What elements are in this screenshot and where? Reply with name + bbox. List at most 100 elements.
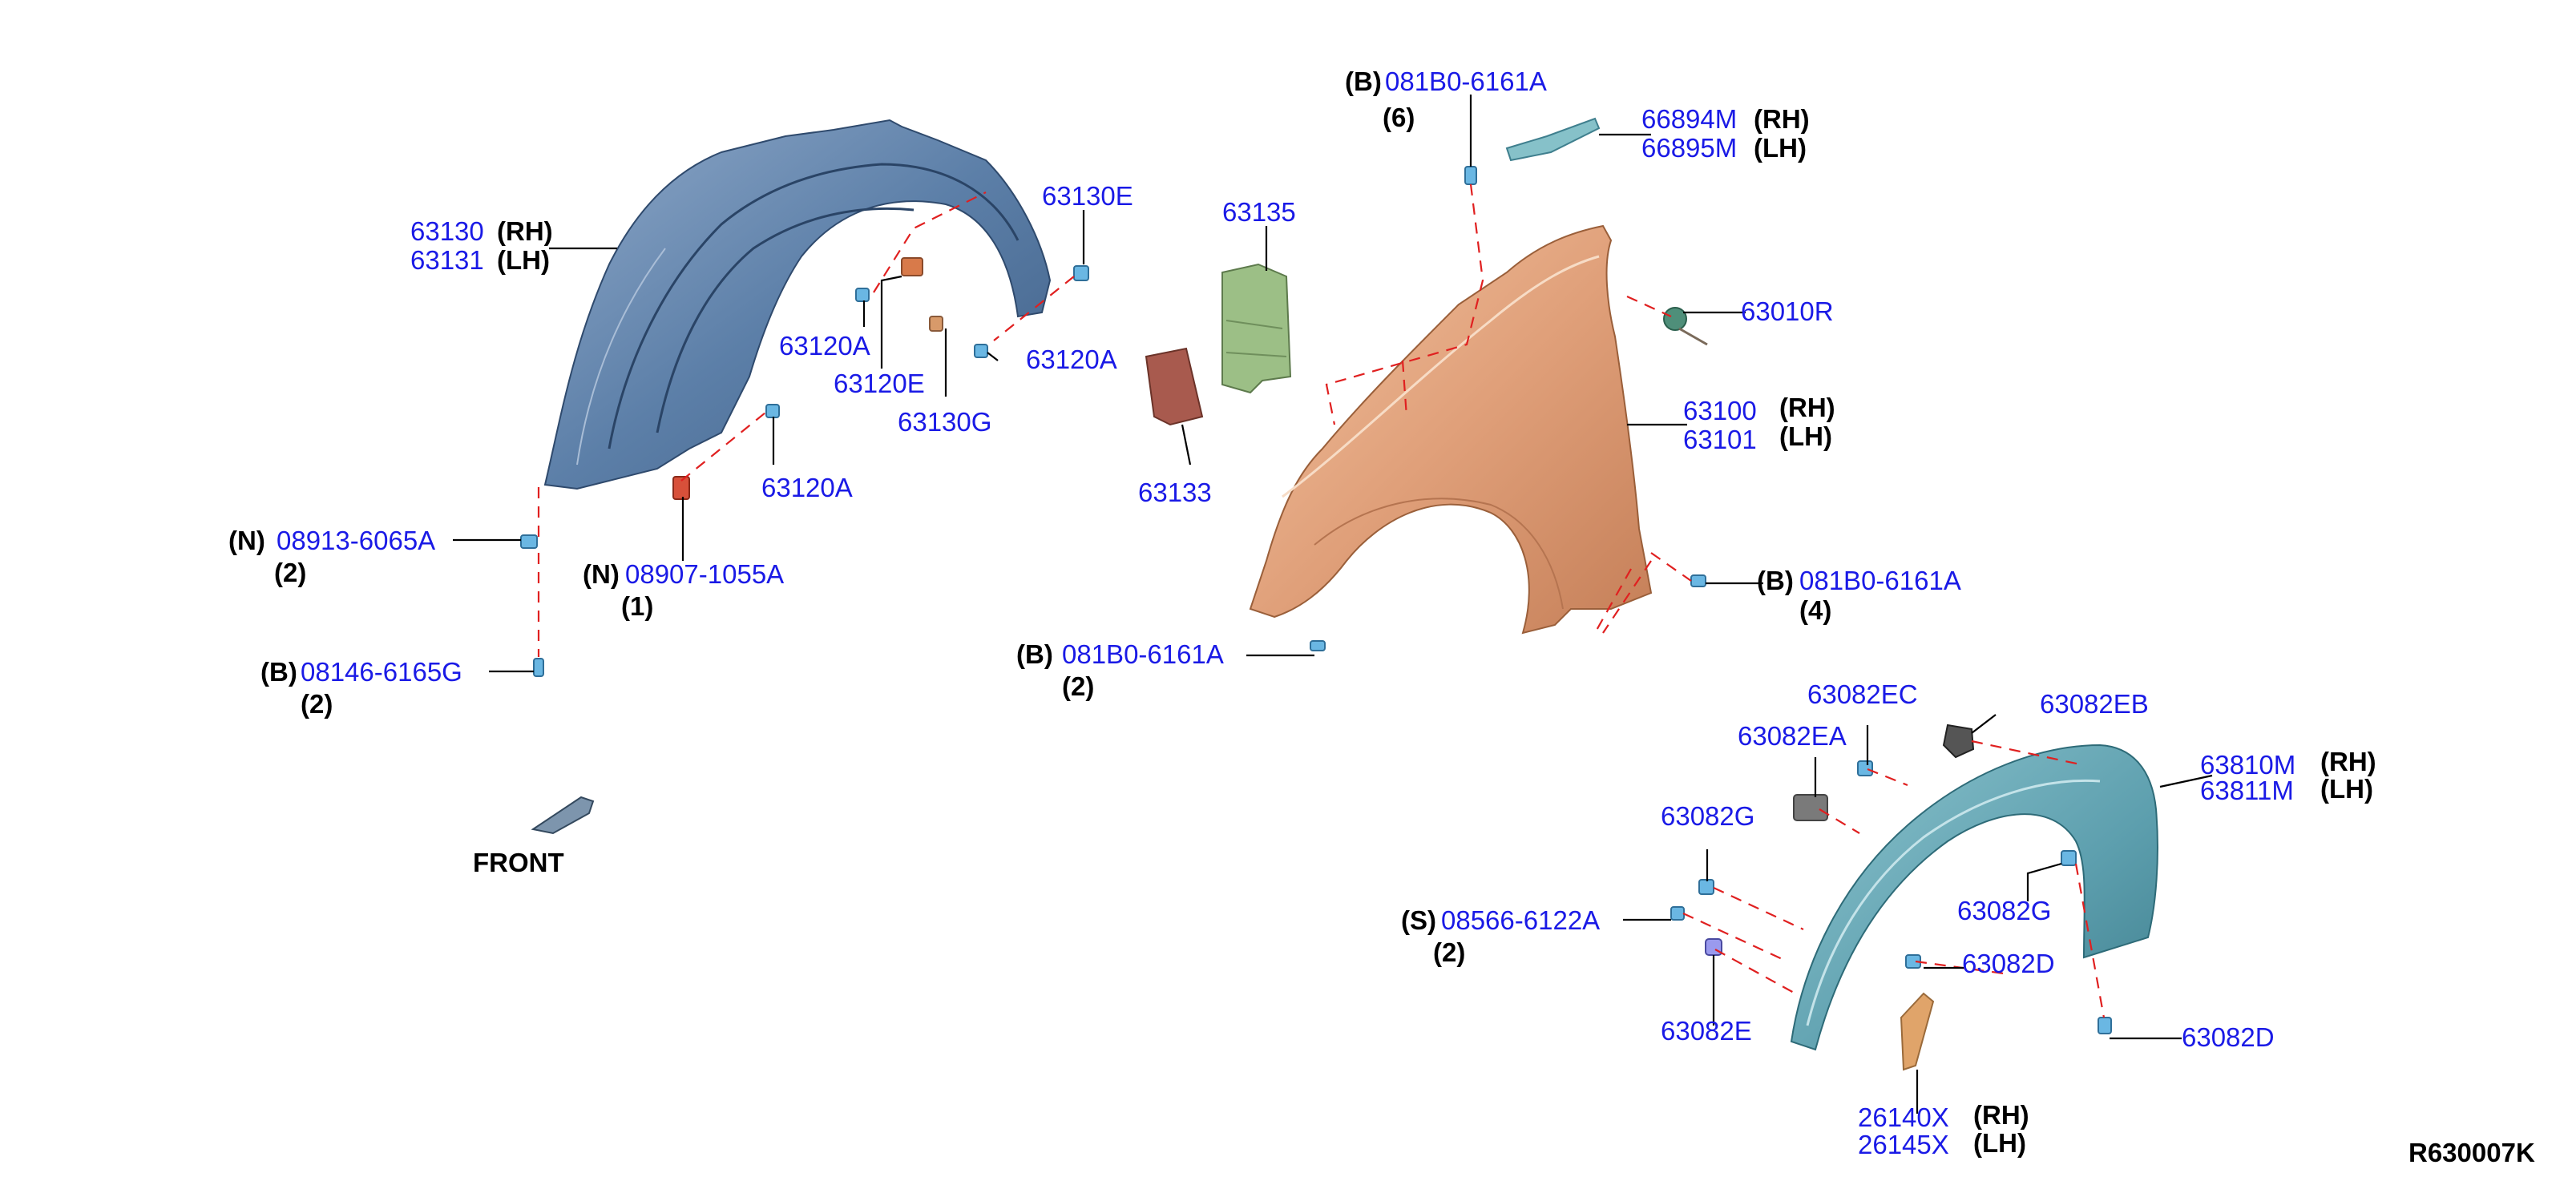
fender-crease: [1314, 498, 1564, 610]
fastener-type-prefix: (B): [1345, 67, 1382, 96]
overfender-rib: [1806, 779, 2101, 1026]
bolt-081B0-top[interactable]: [1464, 166, 1477, 185]
side-rh-label: (RH): [2320, 747, 2376, 776]
quantity-label: (2): [1433, 937, 1466, 967]
quantity-label: (2): [274, 558, 307, 587]
part-number-08913-6065A[interactable]: 08913-6065A: [277, 526, 436, 555]
liner-rib: [656, 207, 915, 433]
clip-63120A-right[interactable]: [974, 344, 988, 358]
side-rh-label: (RH): [1754, 104, 1810, 134]
screw-63130G[interactable]: [929, 316, 943, 332]
clip-63120E[interactable]: [901, 257, 923, 276]
fastener-set: [520, 166, 2112, 1034]
wheel-arch-overfender[interactable]: [1790, 744, 2158, 1051]
fender-insulator[interactable]: [1221, 263, 1292, 394]
fender-crease: [1282, 255, 1600, 498]
part-number-081B0-6161A-lower[interactable]: 081B0-6161A: [1062, 639, 1224, 669]
clip-63082D-right[interactable]: [2098, 1017, 2112, 1034]
part-number-081B0-6161A-top[interactable]: 081B0-6161A: [1385, 67, 1547, 96]
part-number-63082G-right[interactable]: 63082G: [1957, 896, 2052, 925]
part-number-63130G[interactable]: 63130G: [898, 407, 992, 437]
part-number-26145X[interactable]: 26145X: [1858, 1130, 1949, 1159]
part-number-63082EC[interactable]: 63082EC: [1807, 679, 1918, 709]
clip-63082EC[interactable]: [1857, 760, 1873, 776]
clip-63082G-left[interactable]: [1698, 879, 1714, 895]
part-number-63131[interactable]: 63131: [410, 245, 484, 275]
part-number-081B0-6161A-right[interactable]: 081B0-6161A: [1799, 566, 1961, 595]
part-number-08566-6122A[interactable]: 08566-6122A: [1441, 905, 1601, 935]
quantity-label: (4): [1799, 595, 1832, 625]
side-marker-lamp[interactable]: [1900, 992, 1935, 1071]
side-rh-label: (RH): [497, 216, 553, 246]
part-number-63082EA[interactable]: 63082EA: [1738, 721, 1847, 751]
part-number-63082D-left[interactable]: 63082D: [1962, 949, 2055, 978]
part-number-63120A-upper[interactable]: 63120A: [779, 331, 870, 361]
assembly-lines: [537, 183, 2106, 1018]
fender-protector[interactable]: [1505, 117, 1601, 162]
bolt-081B0-right[interactable]: [1690, 574, 1706, 587]
fender-liner[interactable]: [543, 119, 1052, 490]
side-lh-label: (LH): [497, 245, 550, 275]
part-number-66895M[interactable]: 66895M: [1641, 133, 1738, 163]
clip-63130E[interactable]: [1073, 265, 1089, 281]
figure-code: R630007K: [2408, 1138, 2535, 1167]
part-number-26140X[interactable]: 26140X: [1858, 1102, 1949, 1132]
front-direction-label: FRONT: [473, 848, 564, 877]
fastener-type-prefix: (B): [1016, 639, 1053, 669]
side-rh-label: (RH): [1973, 1100, 2029, 1130]
part-number-63082E[interactable]: 63082E: [1661, 1016, 1752, 1046]
fastener-type-prefix: (N): [583, 559, 620, 589]
fastener-type-prefix: (B): [1757, 566, 1794, 595]
part-number-63120E[interactable]: 63120E: [834, 369, 925, 398]
side-rh-label: (RH): [1779, 393, 1835, 422]
clip-08907[interactable]: [672, 476, 690, 500]
fastener-type-prefix: (N): [228, 526, 265, 555]
leader-lines: [453, 95, 2213, 1114]
clip-63120A-upper[interactable]: [855, 288, 870, 302]
part-number-63120A-right[interactable]: 63120A: [1026, 345, 1117, 374]
clip-63120A-lower[interactable]: [765, 404, 780, 418]
part-number-08907-1055A[interactable]: 08907-1055A: [625, 559, 785, 589]
side-lh-label: (LH): [1973, 1128, 2026, 1158]
grommet[interactable]: [1663, 307, 1687, 331]
screw-08146[interactable]: [533, 658, 544, 677]
clip-63082G-right[interactable]: [2061, 850, 2077, 866]
quantity-label: (1): [621, 591, 654, 621]
part-number-63100[interactable]: 63100: [1683, 396, 1757, 425]
part-number-63082D-right[interactable]: 63082D: [2182, 1022, 2275, 1052]
part-number-63810M[interactable]: 63810M: [2200, 750, 2296, 780]
fender-seal[interactable]: [1145, 347, 1204, 426]
part-number-63082EB[interactable]: 63082EB: [2040, 689, 2149, 719]
part-number-63101[interactable]: 63101: [1683, 425, 1757, 454]
liner-rib: [608, 163, 1019, 449]
part-number-66894M[interactable]: 66894M: [1641, 104, 1738, 134]
part-number-63135[interactable]: 63135: [1222, 197, 1296, 227]
side-lh-label: (LH): [1754, 133, 1807, 163]
fastener-type-prefix: (B): [260, 657, 297, 687]
part-number-63811M[interactable]: 63811M: [2200, 776, 2294, 805]
side-lh-label: (LH): [1779, 421, 1832, 451]
part-number-08146-6165G[interactable]: 08146-6165G: [301, 657, 462, 687]
clip-63082EB[interactable]: [1942, 723, 1975, 759]
grommet-stem: [1678, 327, 1708, 346]
part-number-63010R[interactable]: 63010R: [1741, 296, 1834, 326]
part-number-63082G-left[interactable]: 63082G: [1661, 801, 1755, 831]
side-lh-label: (LH): [2320, 774, 2373, 804]
fastener-type-prefix: (S): [1401, 905, 1436, 935]
bolt-081B0-low[interactable]: [1310, 640, 1326, 651]
front-arrow-icon: [531, 796, 595, 835]
part-number-63130[interactable]: 63130: [410, 216, 484, 246]
pad-63082EA[interactable]: [1793, 794, 1828, 821]
quantity-label: (2): [1062, 671, 1095, 701]
liner-rib: [576, 248, 666, 466]
front-fender[interactable]: [1249, 224, 1653, 635]
quantity-label: (2): [301, 689, 333, 719]
quantity-label: (6): [1383, 103, 1415, 132]
part-number-63130E[interactable]: 63130E: [1042, 181, 1133, 211]
part-number-63120A-lower[interactable]: 63120A: [761, 473, 853, 502]
part-number-63133[interactable]: 63133: [1138, 478, 1212, 507]
screw-08566[interactable]: [1670, 906, 1685, 921]
clip-08913[interactable]: [520, 534, 538, 549]
insulator-step: [1225, 320, 1287, 357]
